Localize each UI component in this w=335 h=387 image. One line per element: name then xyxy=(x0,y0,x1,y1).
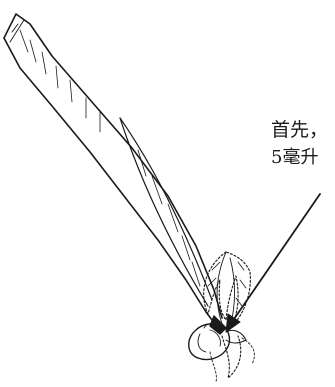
pointer-arrow xyxy=(225,193,321,333)
caption-line-1: 首先， xyxy=(271,119,329,141)
tissue-pellet xyxy=(188,322,247,361)
caption: 首先， 5毫升 xyxy=(271,116,335,172)
caption-line-2: 5毫升 xyxy=(271,147,319,168)
leaf-specimen xyxy=(203,251,255,383)
forceps xyxy=(3,13,227,335)
